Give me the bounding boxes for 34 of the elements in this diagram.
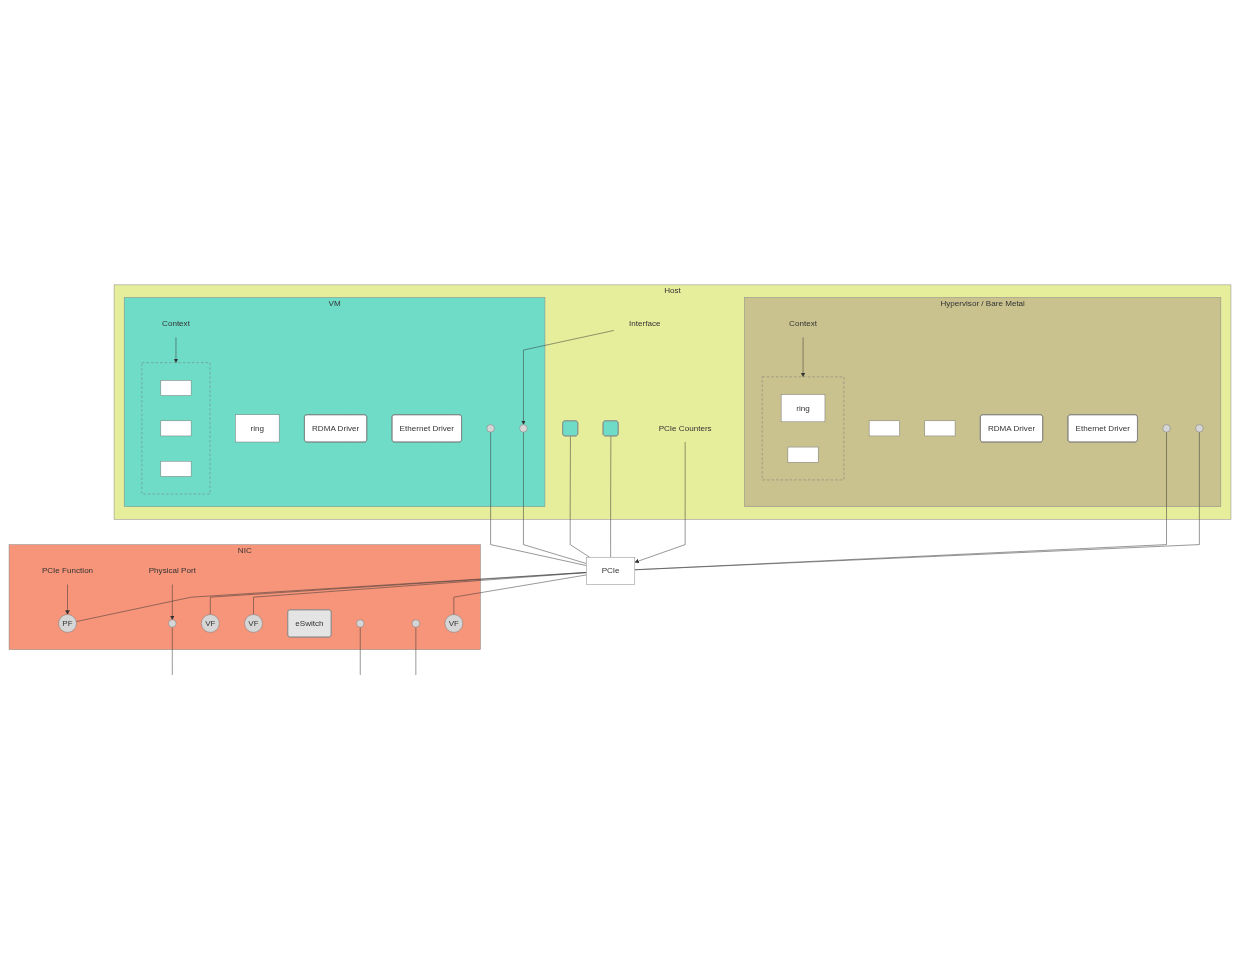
node-circle (167, 618, 176, 627)
node-circle (1162, 423, 1171, 432)
node-circle (1194, 423, 1203, 432)
connector (522, 431, 587, 564)
connector (359, 626, 360, 675)
connector (489, 431, 587, 566)
node-circle (518, 423, 527, 432)
node-circle: VF (444, 613, 463, 633)
node-box (924, 420, 955, 436)
node-text: Context (788, 318, 817, 328)
connector (453, 574, 587, 615)
node-circle: VF (200, 613, 220, 633)
node-box: ring (234, 413, 279, 442)
node-box (160, 420, 191, 436)
node-box (160, 379, 191, 396)
cluster (141, 361, 210, 494)
node-box: PCIe (585, 556, 635, 585)
node-box: ring (780, 393, 825, 422)
node-text: Physical Port (148, 565, 196, 575)
node-text: Interface (628, 318, 660, 328)
node-circle (486, 423, 495, 432)
cluster (761, 376, 844, 480)
node-circle: VF (243, 613, 263, 633)
node-circle (355, 618, 364, 627)
node-box (868, 420, 900, 436)
connector (171, 626, 173, 675)
node-text: PCIe Function (41, 565, 93, 575)
node-box (787, 446, 818, 462)
node-text: PCIe Counters (658, 423, 712, 432)
node-circle (411, 618, 420, 627)
node-text: Context (161, 318, 190, 328)
connector (609, 435, 611, 557)
node-box (160, 460, 191, 477)
node-circle: PF (57, 613, 77, 633)
